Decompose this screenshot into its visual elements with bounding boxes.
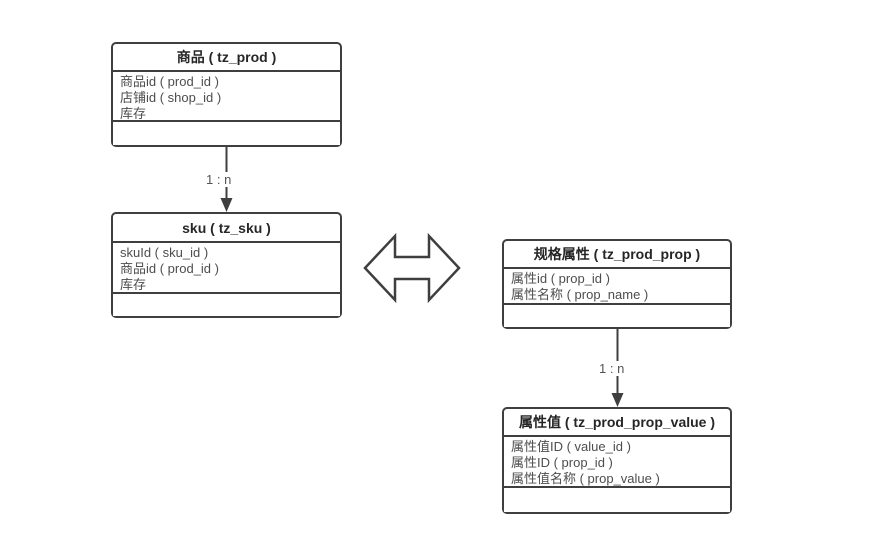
entity-field: 库存 [120,106,147,121]
entity-field: 库存 [120,277,147,292]
entity-table-prod-prop: 规格属性 ( tz_prod_prop ) 属性id ( prop_id ) 属… [502,239,732,329]
entity-field-list: skuId ( sku_id ) 商品id ( prod_id ) 库存 [113,243,340,294]
entity-table-prod: 商品 ( tz_prod ) 商品id ( prod_id ) 店铺id ( s… [111,42,342,147]
entity-field-list: 属性id ( prop_id ) 属性名称 ( prop_name ) [504,269,730,305]
entity-table-title: 规格属性 ( tz_prod_prop ) [504,241,730,269]
entity-field: 属性id ( prop_id ) [511,271,610,286]
entity-table-title: sku ( tz_sku ) [113,214,340,243]
entity-table-footer [113,122,340,145]
entity-field: 商品id ( prod_id ) [120,261,219,276]
entity-field: 属性名称 ( prop_name ) [511,287,649,302]
entity-field: skuId ( sku_id ) [120,245,209,260]
arrowhead-down-icon [611,393,624,407]
bidirectional-arrow-icon [363,232,461,304]
entity-field: 属性值名称 ( prop_value ) [511,471,660,486]
entity-table-prod-prop-value: 属性值 ( tz_prod_prop_value ) 属性值ID ( value… [502,407,732,514]
entity-field-list: 属性值ID ( value_id ) 属性ID ( prop_id ) 属性值名… [504,437,730,488]
cardinality-label-prop-value: 1 : n [596,361,628,376]
entity-field: 属性值ID ( value_id ) [511,439,631,454]
entity-table-footer [504,305,730,327]
arrowhead-down-icon [220,198,233,212]
entity-table-footer [504,488,730,512]
entity-field: 商品id ( prod_id ) [120,74,219,89]
entity-table-title: 商品 ( tz_prod ) [113,44,340,72]
entity-table-title: 属性值 ( tz_prod_prop_value ) [504,409,730,437]
entity-field: 属性ID ( prop_id ) [511,455,613,470]
entity-table-footer [113,294,340,316]
cardinality-label-prod-sku: 1 : n [203,172,235,187]
entity-field: 店铺id ( shop_id ) [120,90,222,105]
entity-field-list: 商品id ( prod_id ) 店铺id ( shop_id ) 库存 [113,72,340,122]
entity-table-sku: sku ( tz_sku ) skuId ( sku_id ) 商品id ( p… [111,212,342,318]
